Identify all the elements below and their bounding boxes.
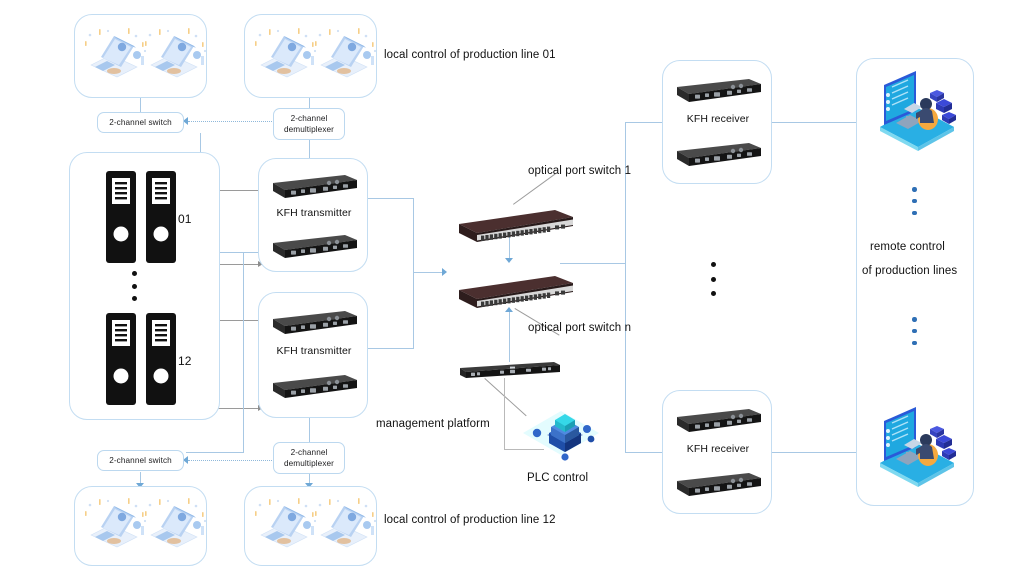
- line-demux-to-switch-top: [188, 121, 274, 122]
- line-demux-top-down: [309, 140, 311, 158]
- label-remote-control-line1: remote control: [870, 241, 945, 253]
- kfh-receiver-label-bottom: KFH receiver: [686, 443, 750, 455]
- line-tx01-to-rack: [178, 190, 262, 192]
- label-plc-control: PLC control: [527, 472, 589, 484]
- laptop-workstation-icon: [85, 28, 207, 78]
- two-channel-switch-label: 2-channel switch: [109, 117, 172, 127]
- kfh-rackmount-device-icon: [677, 409, 761, 432]
- line-trunk-to-receiver-top: [625, 122, 663, 124]
- laptop-workstation-icon: [255, 498, 377, 548]
- line-receiver-top-to-remote: [770, 122, 856, 124]
- optical-port-switch-1[interactable]: [447, 202, 577, 246]
- two-channel-switch-top[interactable]: 2-channel switch: [97, 112, 184, 133]
- line-demux-to-switch-bottom: [188, 460, 274, 461]
- label-remote-control-line2: of production lines: [862, 265, 958, 277]
- line-tx01-out: [368, 198, 414, 200]
- remote-control-workstations[interactable]: remote control of production lines: [856, 58, 974, 506]
- two-channel-demultiplexer-bottom[interactable]: 2-channel demultiplexer: [273, 442, 345, 474]
- line-tx-junction: [413, 198, 415, 272]
- line-demux-bottom-up: [309, 418, 311, 442]
- kfh-rackmount-device-icon: [273, 375, 357, 398]
- label-optical-port-switch-n: optical port switch n: [528, 322, 632, 334]
- local-workstations-bottom-right[interactable]: [244, 486, 377, 566]
- line-switch-top-down-h: [200, 252, 262, 254]
- remote-operator-desk-icon: [880, 407, 956, 487]
- line-mgmt-to-plc-v: [504, 378, 506, 450]
- kfh-rackmount-device-icon: [273, 175, 357, 198]
- kfh-transmitter-group-12[interactable]: KFH transmitter: [258, 292, 368, 418]
- line-left-trunk-down: [243, 253, 245, 453]
- rack-id-01: 01: [178, 212, 192, 226]
- local-workstations-bottom-left[interactable]: [74, 486, 207, 566]
- line-switch-to-local-top-left: [140, 98, 142, 112]
- two-channel-switch-bottom[interactable]: 2-channel switch: [97, 450, 184, 471]
- label-management-platform: management platform: [376, 418, 490, 430]
- kfh-rackmount-device-icon: [677, 473, 761, 496]
- label-local-control-line-01: local control of production line 01: [384, 49, 556, 61]
- kfh-receiver-group-bottom[interactable]: KFH receiver: [662, 390, 772, 514]
- kfh-rackmount-device-icon: [677, 79, 761, 102]
- line-trunk-to-receiver-bottom: [625, 452, 663, 454]
- kfh-rackmount-device-icon: [273, 235, 357, 258]
- kfh-transmitter-group-01[interactable]: KFH transmitter: [258, 158, 368, 272]
- arrowhead-local-bottom-left: [136, 483, 144, 488]
- management-platform-rack-icon[interactable]: [458, 360, 562, 382]
- line-demux-bottom-down: [309, 472, 311, 484]
- arrowhead-switch-bottom: [183, 456, 188, 464]
- remote-group-ellipsis-upper: [912, 187, 917, 215]
- demux-label-line2: demultiplexer: [284, 125, 334, 134]
- demux-label-line1: 2-channel: [290, 113, 328, 123]
- two-channel-demultiplexer-top[interactable]: 2-channel demultiplexer: [273, 108, 345, 140]
- laptop-workstation-icon: [85, 498, 207, 548]
- kfh-receiver-group-top[interactable]: KFH receiver: [662, 60, 772, 184]
- line-switch-bottom-down: [140, 472, 142, 484]
- remote-group-ellipsis-lower: [912, 317, 917, 345]
- line-right-trunk: [625, 122, 627, 452]
- local-workstations-top-right[interactable]: [244, 14, 377, 98]
- arrowhead-switchn-top: [505, 258, 513, 263]
- line-switch1-right: [560, 263, 626, 265]
- leader-optical-switch-1: [513, 173, 556, 205]
- local-workstations-top-left[interactable]: [74, 14, 207, 98]
- line-tx12-out: [368, 348, 414, 350]
- optical-port-switch-n[interactable]: [447, 268, 577, 312]
- demux-label-bottom-line2: demultiplexer: [284, 459, 334, 468]
- label-optical-port-switch-1: optical port switch 1: [528, 165, 632, 177]
- line-junction-to-switchn: [413, 272, 443, 274]
- kfh-receiver-label-top: KFH receiver: [686, 113, 750, 125]
- arrowhead-switchn-bottom: [505, 307, 513, 312]
- server-tower-icon: [106, 171, 176, 263]
- arrowhead-optical-switch-n-in: [442, 268, 447, 276]
- kfh-rackmount-device-icon: [677, 143, 761, 166]
- kfh-transmitter-label-01: KFH transmitter: [276, 207, 352, 219]
- line-switch1-to-switchn: [509, 237, 511, 259]
- two-channel-switch-label-bottom: 2-channel switch: [109, 455, 172, 465]
- kfh-transmitter-label-12: KFH transmitter: [276, 345, 352, 357]
- remote-operator-desk-icon: [880, 71, 956, 151]
- arrowhead-local-bottom-right: [305, 483, 313, 488]
- kfh-rackmount-device-icon: [273, 311, 357, 334]
- receiver-column-ellipsis: [710, 262, 716, 296]
- server-tower-icon: [106, 313, 176, 405]
- label-local-control-line-12: local control of production line 12: [384, 514, 556, 526]
- rack-id-12: 12: [178, 354, 192, 368]
- arrowhead-switch-top: [183, 117, 188, 125]
- line-demux-to-local-top-right: [309, 98, 311, 112]
- plc-control-cube-icon[interactable]: [521, 405, 603, 470]
- line-receiver-bottom-to-remote: [770, 452, 856, 454]
- line-tx-junction-lower: [413, 272, 415, 348]
- line-mgmt-to-switchn: [509, 312, 511, 362]
- line-left-trunk-to-switch-bottom: [186, 452, 244, 454]
- demux-label-bottom-line1: 2-channel: [290, 447, 328, 457]
- laptop-workstation-icon: [255, 28, 377, 78]
- line-tx12-to-rack: [178, 320, 262, 322]
- production-line-servers[interactable]: 01: [69, 152, 220, 420]
- line-mgmt-to-plc-h: [504, 449, 544, 451]
- server-rack-ellipsis: [131, 271, 137, 301]
